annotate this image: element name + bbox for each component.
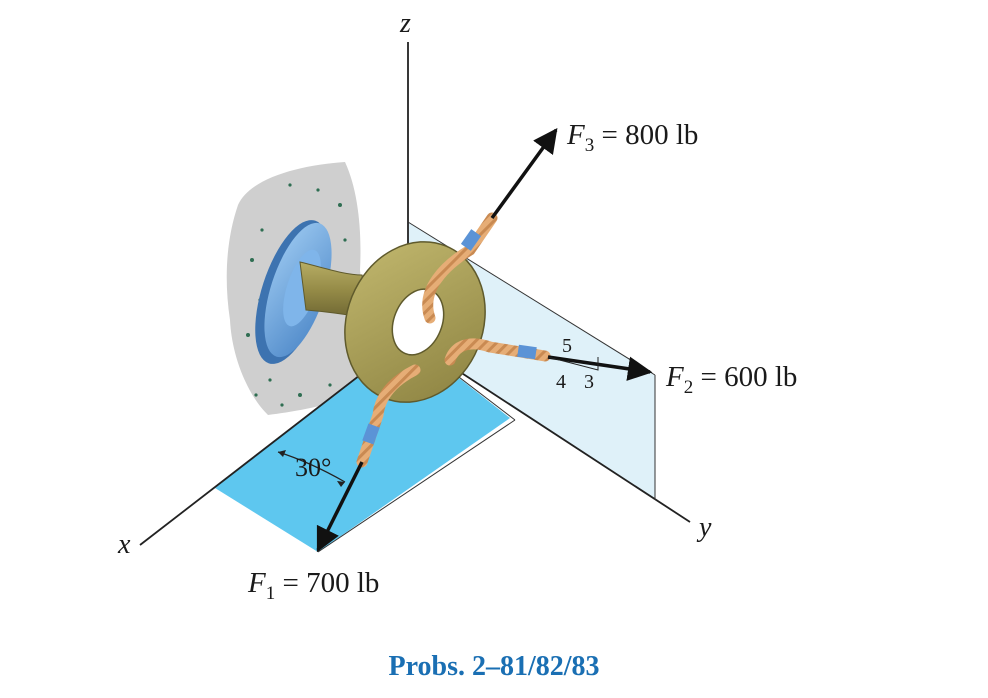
f1-arrow: [316, 461, 364, 553]
x-axis-label: x: [117, 529, 131, 560]
z-axis-label: z: [399, 8, 411, 39]
slope-triangle: [547, 356, 599, 371]
eyebolt: [255, 220, 369, 364]
slope-rise-label: 3: [584, 371, 594, 393]
f1-label: F1 = 700 lb: [247, 567, 379, 604]
rope-f1: [356, 364, 421, 468]
slope-run-label: 4: [556, 371, 566, 393]
rope-f2: [444, 338, 551, 366]
angle-label: 30°: [295, 453, 331, 482]
y-axis-label: y: [696, 512, 712, 543]
slope-hyp-label: 5: [562, 335, 572, 357]
f2-arrow: [547, 355, 653, 381]
f2-label: F2 = 600 lb: [665, 361, 797, 398]
f3-arrow: [490, 128, 558, 220]
figure-caption: Probs. 2–81/82/83: [388, 651, 599, 682]
rope-f3: [422, 212, 498, 324]
f3-label: F3 = 800 lb: [566, 119, 698, 156]
